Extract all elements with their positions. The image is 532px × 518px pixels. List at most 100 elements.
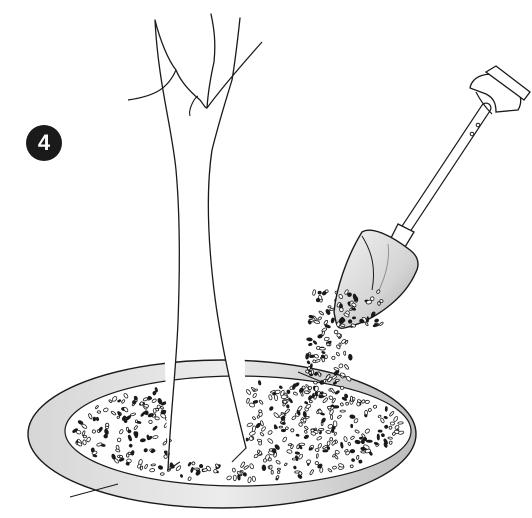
mulch-chip [325,289,329,293]
mulch-chip [298,422,302,426]
mulch-chip [299,443,305,445]
mulch-chip [312,290,316,296]
mulch-chip [311,370,314,375]
mulch-chip [365,400,369,403]
mulch-chip [339,343,341,347]
mulch-chip [370,297,374,301]
mulch-chip [237,474,240,480]
mulch-chip [338,363,343,369]
mulch-chip [153,408,156,413]
mulch-chip [344,351,346,355]
mulch-chip [313,340,317,344]
mulch-chip [323,449,328,452]
mulch-chip [194,468,200,470]
mulch-chip [319,467,323,472]
mulch-chip [331,429,334,433]
mulch-chip [312,393,314,398]
mulch-chip [325,355,328,359]
mulch-chip [160,472,164,475]
mulch-chip [334,330,338,334]
mulch-chip [268,458,271,461]
mulch-chip [295,452,300,455]
mulch-chip [257,450,260,453]
mulch-chip [379,322,384,326]
mulch-chip [361,451,366,454]
mulch-chip [315,448,319,452]
mulch-chip [318,291,321,294]
mulch-chip [390,422,394,425]
mulch-chip [126,462,130,466]
mulch-chip [240,471,242,475]
mulch-chip [344,364,349,370]
mulch-chip [292,458,296,460]
mulch-chip [321,351,325,354]
mulch-chip [258,412,262,417]
mulch-chip [336,352,340,357]
mulch-chip [96,417,99,421]
mulch-chip [318,428,324,430]
mulch-chip [281,429,285,431]
mulch-chip [327,406,331,409]
mulch-chip [328,306,331,309]
mulch-chip [378,430,382,432]
mulch-chip [331,318,335,324]
mulch-chip [91,448,94,452]
mulch-chip [319,347,325,350]
mulch-chip [135,420,137,423]
mulch-chip [233,475,236,481]
mulch-chip [274,394,278,400]
mulch-chip [126,454,129,457]
mulch-chip [324,337,330,342]
mulch-chip [366,440,372,442]
mulch-chip [385,406,387,411]
mulch-chip [368,408,372,411]
mulch-chip [269,465,272,469]
mulch-chip [388,437,393,440]
mulch-chip [331,356,336,361]
mulch-chip [345,402,348,405]
mulch-chip [333,421,337,427]
mulch-chip [287,390,291,394]
mulch-chip [279,426,282,428]
mulch-chip [340,410,345,412]
mulch-chip [316,454,318,459]
shovel [334,66,530,328]
mulch-chip [303,418,306,422]
mulch-chip [150,468,155,472]
mulch-chip [258,380,261,385]
mulch-chip [315,461,319,465]
mulch-chip [327,343,330,346]
mulch-chip [119,455,122,458]
mulch-chip [180,474,183,477]
mulch-chip [311,429,314,432]
mulch-chip [317,316,321,320]
mulch-chip [277,468,280,470]
mulch-chip [83,435,87,438]
mulch-chip [151,464,156,466]
mulch-chip [271,470,273,474]
mulch-chip [322,393,327,397]
mulch-chip [309,400,312,403]
mulch-chip [307,338,313,342]
shovel-grip [470,66,530,114]
mulch-chip [93,417,96,421]
mulch-chip [97,411,101,414]
mulch-chip [373,324,378,327]
mulch-chip [318,310,324,315]
mulch-chip [326,430,331,433]
mulch-chip [314,386,318,391]
mulch-chip [305,353,309,359]
mulch-chip [164,455,168,459]
mulch-chip [336,322,340,327]
mulch-chip [281,395,287,399]
mulch-chip [262,465,266,471]
mulch-chip [364,410,367,415]
mulch-chip [293,466,296,469]
step-number-badge: 4 [26,125,62,161]
mulch-chip [312,360,316,364]
mulch-ring [28,360,416,508]
mulch-chip [398,422,404,425]
mulch-chip [358,460,362,464]
mulch-chip [367,317,369,322]
mulch-chip [307,361,310,365]
